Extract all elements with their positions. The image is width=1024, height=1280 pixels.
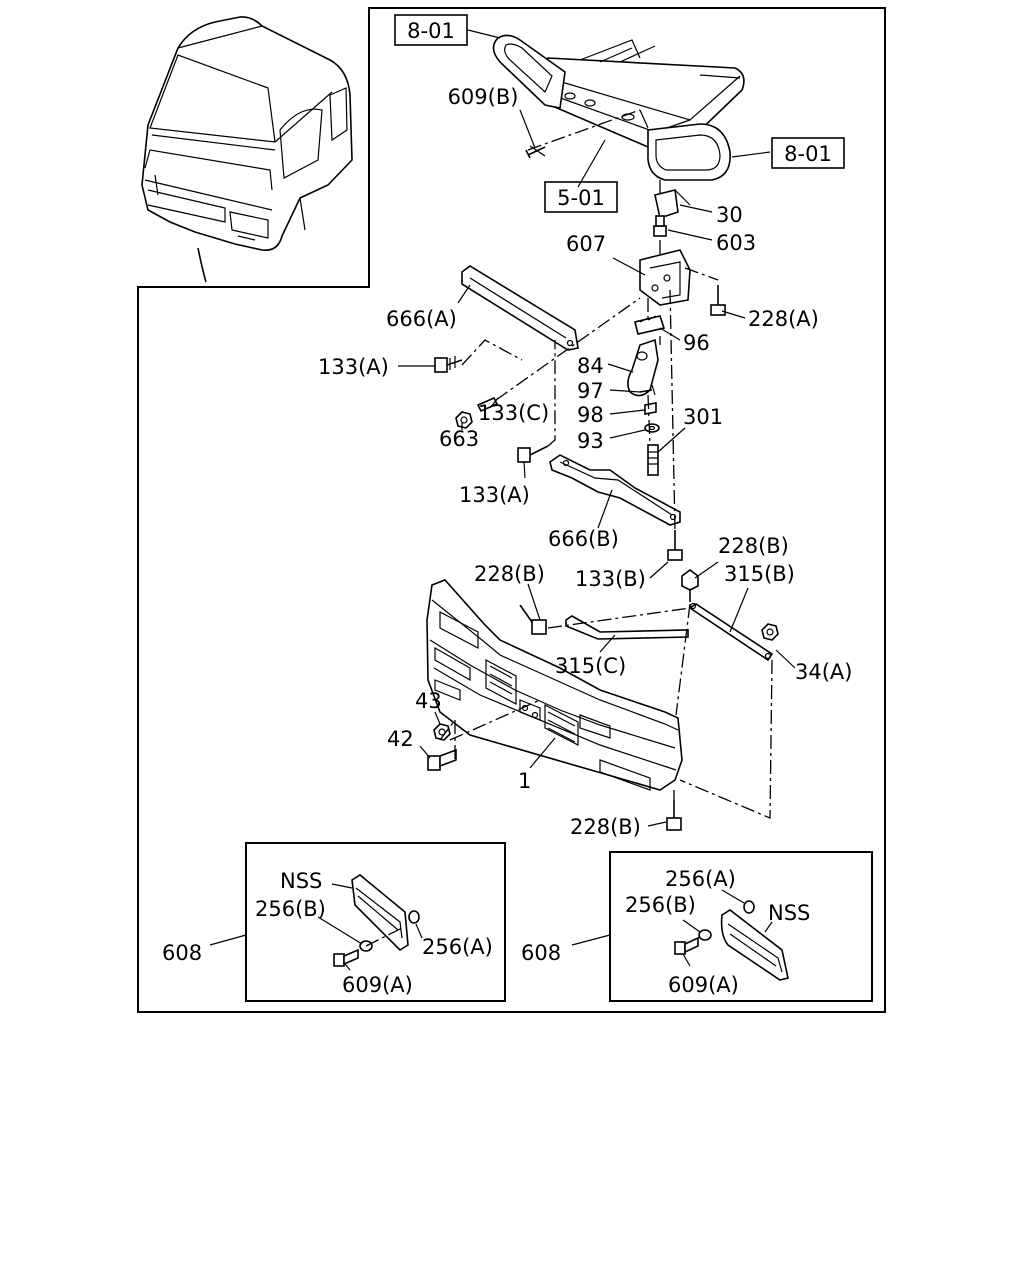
ref-8-01-top: 8-01	[407, 19, 455, 43]
label-228b-left: 228(B)	[474, 562, 545, 586]
tow-hook-84	[627, 338, 659, 397]
label-609b: 609(B)	[448, 85, 519, 109]
label-97: 97	[577, 379, 604, 403]
inset-right-label-nss: NSS	[768, 901, 810, 925]
stay-666a	[461, 265, 579, 351]
inset-left-label-256a: 256(A)	[422, 935, 493, 959]
bolt-133a-top	[434, 356, 463, 373]
inset-right-label-256a: 256(A)	[665, 867, 736, 891]
label-42: 42	[387, 727, 414, 751]
washer-93	[644, 423, 660, 433]
label-93: 93	[577, 429, 604, 453]
stay-315b	[688, 602, 774, 662]
bolt-42	[427, 748, 457, 771]
label-228b-upper-right: 228(B)	[718, 534, 789, 558]
label-133c: 133(C)	[478, 401, 549, 425]
label-96: 96	[683, 331, 710, 355]
label-315c: 315(C)	[555, 654, 626, 678]
truck-cab-thumbnail	[141, 16, 353, 283]
label-301: 301	[683, 405, 723, 429]
stay-315c	[565, 615, 689, 640]
nut-43	[433, 723, 451, 741]
label-43: 43	[415, 689, 442, 713]
label-133b: 133(B)	[575, 567, 646, 591]
label-666a: 666(A)	[386, 307, 457, 331]
bolt-603	[653, 215, 667, 237]
clip-98	[644, 402, 657, 415]
label-603: 603	[716, 231, 756, 255]
bolt-228b-left	[519, 604, 547, 635]
bolt-301	[647, 444, 659, 476]
bolt-228b-bottom	[666, 800, 682, 831]
bumper-1	[426, 579, 683, 791]
bolt-228b-upper-right	[681, 569, 699, 602]
label-133a-bottom: 133(A)	[459, 483, 530, 507]
inset-left-label-608: 608	[162, 941, 202, 965]
main-frame	[137, 7, 886, 1013]
ref-8-01-right: 8-01	[784, 142, 832, 166]
label-133a-top: 133(A)	[318, 355, 389, 379]
inset-left-label-nss: NSS	[280, 869, 322, 893]
label-34a: 34(A)	[795, 660, 852, 684]
leader-lines	[398, 29, 796, 827]
label-1: 1	[518, 769, 531, 793]
bracket-30	[654, 189, 691, 220]
inset-right-label-608: 608	[521, 941, 561, 965]
label-228b-bottom: 228(B)	[570, 815, 641, 839]
inset-right-label-256b: 256(B)	[625, 893, 696, 917]
pin-97	[639, 384, 656, 396]
tow-bracket-607	[639, 249, 691, 306]
end-trim-left	[492, 34, 566, 109]
ref-box-8-01-right	[771, 137, 845, 169]
bolt-228a	[710, 285, 726, 316]
inset-right-label-609a: 609(A)	[668, 973, 739, 997]
ref-5-01: 5-01	[557, 186, 605, 210]
stay-666b	[549, 454, 681, 526]
label-666b: 666(B)	[548, 527, 619, 551]
label-30: 30	[716, 203, 743, 227]
nut-34a	[761, 623, 779, 641]
end-trim-right	[647, 123, 731, 181]
label-228a: 228(A)	[748, 307, 819, 331]
label-315b: 315(B)	[724, 562, 795, 586]
stud-133c	[476, 396, 499, 413]
label-607: 607	[566, 232, 606, 256]
inset-left: NSS 256(B) 256(A) 608 609(A)	[162, 842, 506, 1002]
label-98: 98	[577, 403, 604, 427]
bolt-609b	[525, 145, 546, 159]
block-96	[634, 315, 666, 335]
assembly-lines	[439, 109, 773, 819]
inset-right: 256(A) 256(B) NSS 608 609(A)	[521, 851, 873, 1002]
label-663: 663	[439, 427, 479, 451]
label-84: 84	[577, 354, 604, 378]
ref-box-8-01-top	[394, 14, 468, 46]
bolt-133a-bottom	[517, 445, 549, 463]
inset-left-label-609a: 609(A)	[342, 973, 413, 997]
ref-box-5-01	[544, 181, 618, 213]
nut-663	[455, 411, 473, 429]
inset-left-label-256b: 256(B)	[255, 897, 326, 921]
bolt-133b	[667, 530, 683, 561]
